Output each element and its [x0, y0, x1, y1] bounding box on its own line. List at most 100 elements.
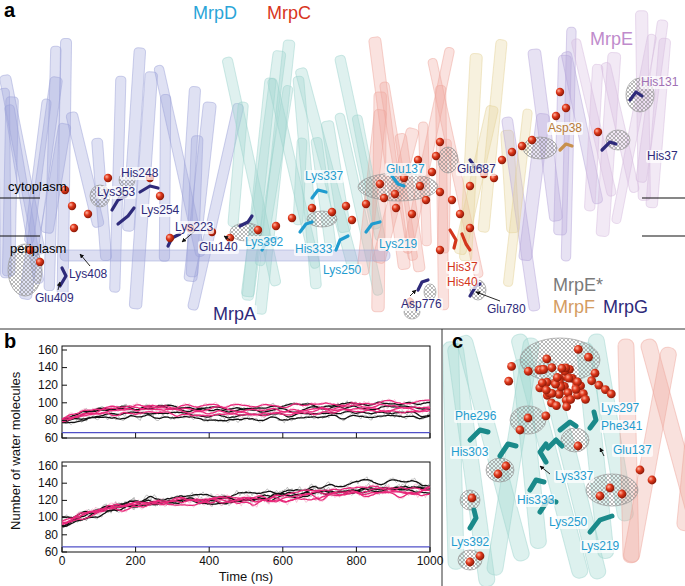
residue-label: Lys408	[68, 268, 108, 281]
tick-label: 120	[38, 379, 58, 392]
panel-divider	[442, 329, 443, 586]
water-oxygen	[391, 190, 399, 198]
compartment-label: cytoplasm	[8, 180, 67, 194]
smoothed-trace	[62, 410, 430, 422]
water-oxygen	[572, 385, 581, 394]
panel-divider	[0, 329, 685, 330]
water-density-mesh	[520, 338, 600, 382]
residue-label: Glu780	[486, 303, 527, 316]
residue-label: Glu409	[34, 292, 75, 305]
axis-tick	[356, 433, 357, 438]
subunit-name: MrpA	[212, 305, 257, 324]
tick-label: 0	[59, 555, 66, 568]
residue-stick	[548, 440, 562, 448]
raw-trace	[62, 483, 430, 527]
axis-tick	[209, 547, 210, 552]
water-oxygen	[562, 104, 570, 112]
membrane-line	[642, 235, 685, 236]
compartment-label: periplasm	[10, 242, 66, 256]
water-density-mesh	[606, 130, 630, 150]
water-density-mesh	[561, 428, 589, 452]
plot-frame	[62, 462, 430, 552]
water-oxygen	[507, 362, 516, 371]
water-density-mesh	[460, 490, 480, 510]
water-oxygen	[348, 216, 356, 224]
tick-label: 160	[38, 344, 58, 357]
water-oxygen	[408, 210, 416, 218]
residue-label: Asp776	[400, 298, 443, 311]
axis-tick	[62, 500, 67, 501]
residue-stick	[418, 280, 428, 290]
water-density-mesh	[510, 406, 546, 434]
axis-tick	[282, 547, 283, 552]
water-oxygen	[518, 142, 526, 150]
leader-arrow	[224, 236, 230, 240]
residue-label: His303	[450, 446, 489, 459]
tick-label: 60	[45, 546, 58, 559]
water-oxygen	[308, 204, 316, 212]
residue-label: Glu137	[612, 444, 653, 457]
residue-label: Lys219	[580, 540, 620, 553]
residue-stick	[118, 208, 134, 224]
residue-label: Lys392	[244, 236, 284, 249]
tick-label: 140	[38, 361, 58, 374]
subunit-name: MrpC	[267, 4, 311, 23]
tick-label: 1000	[417, 555, 444, 568]
water-oxygen	[606, 484, 615, 493]
raw-trace	[62, 489, 430, 527]
helix	[646, 38, 671, 208]
raw-trace	[62, 484, 430, 528]
membrane-line	[0, 197, 40, 198]
water-oxygen	[436, 138, 444, 146]
water-oxygen	[542, 386, 551, 395]
reference-line	[62, 432, 430, 433]
water-oxygen	[466, 182, 474, 190]
residue-label: His37	[646, 150, 679, 163]
water-oxygen	[254, 226, 262, 234]
water-oxygen	[498, 156, 506, 164]
leader-arrow	[410, 290, 416, 296]
axis-tick	[62, 385, 67, 386]
panel-letter: c	[452, 331, 463, 352]
water-oxygen	[84, 210, 92, 218]
residue-label: His131	[640, 76, 679, 89]
axis-tick	[62, 350, 67, 351]
raw-trace	[62, 485, 430, 525]
tick-label: 120	[38, 494, 58, 507]
axis-tick	[62, 433, 63, 438]
residue-label: Glu687	[456, 163, 497, 176]
water-oxygen	[476, 552, 485, 561]
water-oxygen	[156, 192, 164, 200]
residue-label: Lys250	[548, 516, 588, 529]
water-density-mesh	[438, 147, 458, 173]
residue-label: Phe341	[600, 420, 643, 433]
residue-stick	[602, 142, 616, 150]
residue-stick	[140, 186, 158, 192]
leader-arrow	[540, 466, 550, 474]
residue-stick	[500, 444, 516, 456]
water-oxygen	[508, 148, 516, 156]
residue-label: Lys337	[304, 170, 344, 183]
residue-label: Glu140	[198, 241, 239, 254]
plot-frame	[62, 346, 430, 438]
water-oxygen	[380, 194, 388, 202]
residue-stick	[540, 444, 546, 462]
panel-letter: b	[4, 331, 16, 352]
water-oxygen	[422, 196, 430, 204]
residue-stick	[336, 236, 348, 250]
smoothed-trace	[62, 486, 430, 524]
water-oxygen	[456, 210, 464, 218]
residue-label: Glu137	[385, 163, 426, 176]
water-oxygen	[587, 376, 596, 385]
water-count-chart	[62, 346, 430, 552]
water-oxygen	[573, 377, 582, 386]
axis-tick	[430, 433, 431, 438]
axis-tick	[62, 547, 63, 552]
axis-tick	[135, 433, 136, 438]
water-oxygen	[104, 174, 112, 182]
water-oxygen	[542, 354, 551, 363]
tick-label: 800	[346, 555, 366, 568]
water-oxygen	[596, 492, 605, 501]
residue-stick	[560, 422, 576, 430]
water-oxygen	[581, 395, 590, 404]
